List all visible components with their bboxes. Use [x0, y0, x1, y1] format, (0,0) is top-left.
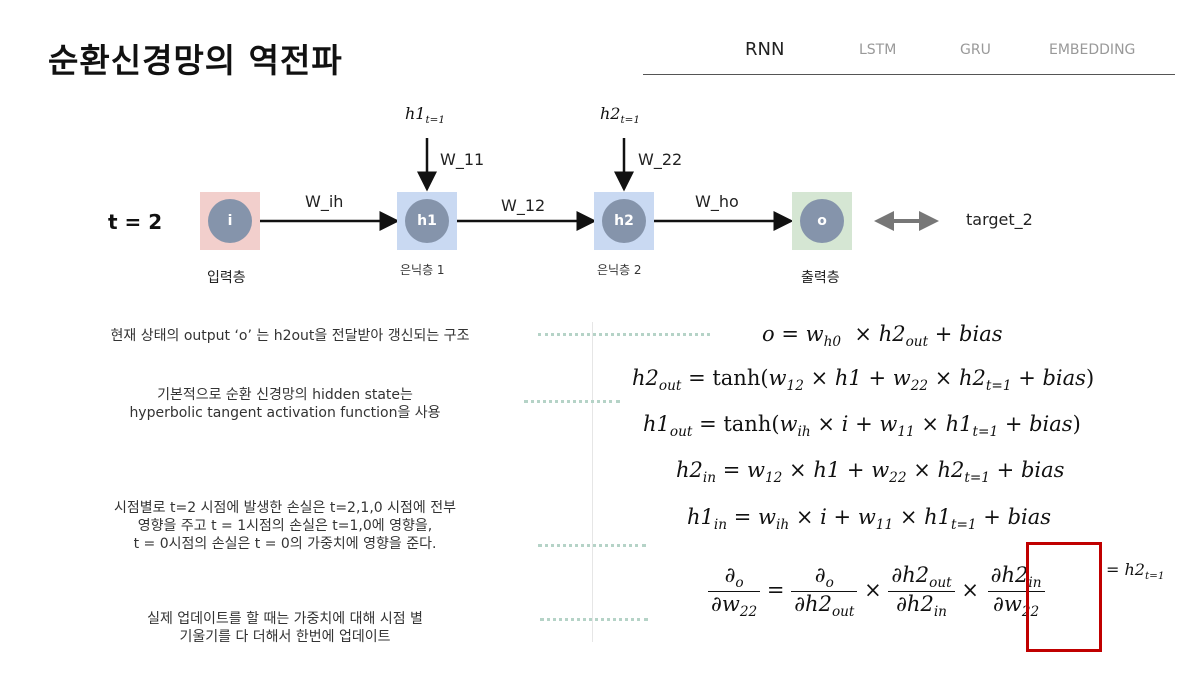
connector-dots-1	[538, 333, 710, 336]
tab-gru[interactable]: GRU	[960, 42, 991, 58]
equation-h1-in: h1in = wih × i + w11 × h1t=1 + bias	[687, 505, 1052, 534]
highlight-result: = h2t=1	[1106, 560, 1165, 583]
tab-embedding[interactable]: EMBEDDING	[1049, 42, 1136, 58]
highlight-box	[1026, 542, 1102, 652]
output-node: o	[800, 199, 844, 243]
weight-label-w-22: W_22	[638, 150, 683, 169]
tab-rnn[interactable]: RNN	[745, 39, 785, 60]
input-node: i	[208, 199, 252, 243]
hidden-node-1: h1	[405, 199, 449, 243]
time-step-label: t = 2	[108, 210, 163, 234]
equation-gradient-chain-rule: ∂o∂w22 = ∂o∂h2out × ∂h2out∂h2in × ∂h2in∂…	[708, 563, 1045, 620]
equation-h2-in: h2in = w12 × h1 + w22 × h2t=1 + bias	[676, 458, 1065, 487]
tab-underline	[643, 74, 1175, 75]
input-layer-caption: 입력층	[207, 270, 246, 286]
weight-label-w-11: W_11	[440, 150, 485, 169]
weight-label-w-12: W_12	[501, 196, 546, 215]
prev-state-h2: h2t=1	[600, 104, 640, 127]
section-divider	[592, 322, 593, 642]
hidden-layer-2-caption: 은닉층 2	[597, 263, 642, 277]
page-title: 순환신경망의 역전파	[48, 41, 343, 80]
equation-h2-out: h2out = tanh(w12 × h1 + w22 × h2t=1 + bi…	[632, 366, 1095, 395]
hidden-layer-1-caption: 은닉층 1	[400, 263, 445, 277]
target-label: target_2	[966, 210, 1033, 229]
caption-output-structure: 현재 상태의 output ‘o’ 는 h2out을 전달받아 갱신되는 구조	[110, 328, 470, 344]
connector-dots-2	[524, 400, 620, 403]
prev-state-h1: h1t=1	[405, 104, 445, 127]
hidden-node-2: h2	[602, 199, 646, 243]
equation-output: o = wh0 × h2out + bias	[762, 322, 1003, 351]
output-layer-caption: 출력층	[801, 270, 840, 286]
connector-dots-3	[538, 544, 646, 547]
diagram-arrows	[260, 138, 939, 231]
connector-dots-4	[540, 618, 648, 621]
equation-h1-out: h1out = tanh(wih × i + w11 × h1t=1 + bia…	[643, 412, 1081, 441]
weight-label-w-ih: W_ih	[305, 192, 344, 211]
weight-label-w-ho: W_ho	[695, 192, 739, 211]
tab-lstm[interactable]: LSTM	[859, 42, 897, 58]
